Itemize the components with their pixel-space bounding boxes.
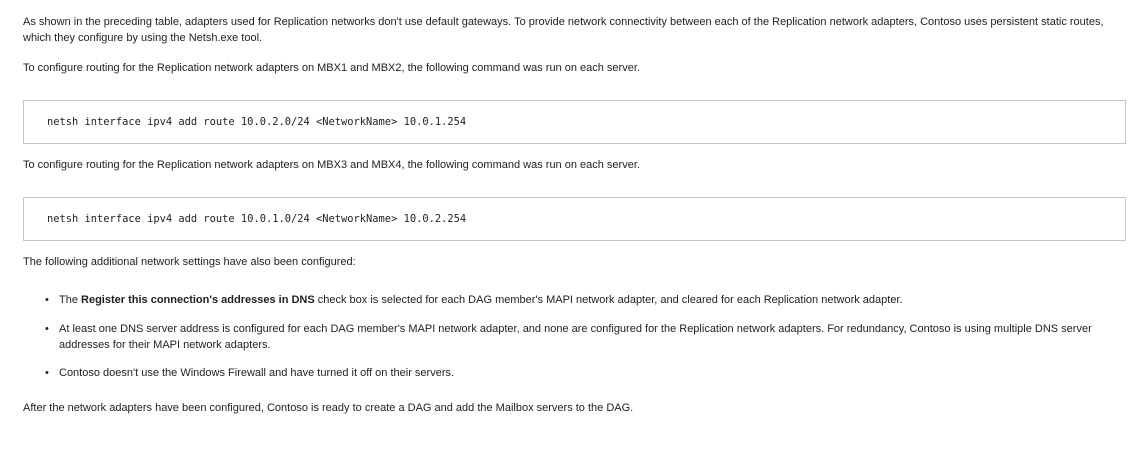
bullet-icon: • (45, 323, 49, 335)
list-item: • At least one DNS server address is con… (45, 321, 1114, 353)
bullet-icon: • (45, 367, 49, 379)
list-item-bold: Register this connection's addresses in … (81, 294, 315, 306)
list-item-prefix: The (59, 294, 82, 306)
settings-list: • The Register this connection's address… (23, 292, 1110, 381)
intro-paragraph: As shown in the preceding table, adapter… (23, 16, 1104, 44)
list-item-suffix: check box is selected for each DAG membe… (314, 294, 903, 306)
code-block-mbx1-mbx2[interactable]: netsh interface ipv4 add route 10.0.2.0/… (23, 100, 1126, 144)
code-text: netsh interface ipv4 add route 10.0.2.0/… (47, 116, 467, 128)
closing-paragraph: After the network adapters have been con… (23, 402, 634, 414)
list-item: • The Register this connection's address… (45, 292, 1114, 308)
list-item-text: At least one DNS server address is confi… (59, 323, 1092, 351)
list-item-text: Contoso doesn't use the Windows Firewall… (59, 367, 455, 379)
article-body: As shown in the preceding table, adapter… (23, 16, 1126, 414)
list-item: • Contoso doesn't use the Windows Firewa… (45, 365, 1114, 381)
additional-settings-paragraph: The following additional network setting… (23, 256, 356, 268)
code-text: netsh interface ipv4 add route 10.0.1.0/… (47, 213, 467, 225)
mbx1-mbx2-paragraph: To configure routing for the Replication… (23, 62, 640, 74)
code-block-mbx3-mbx4[interactable]: netsh interface ipv4 add route 10.0.1.0/… (23, 197, 1126, 241)
bullet-icon: • (45, 294, 49, 306)
mbx3-mbx4-paragraph: To configure routing for the Replication… (23, 159, 640, 171)
